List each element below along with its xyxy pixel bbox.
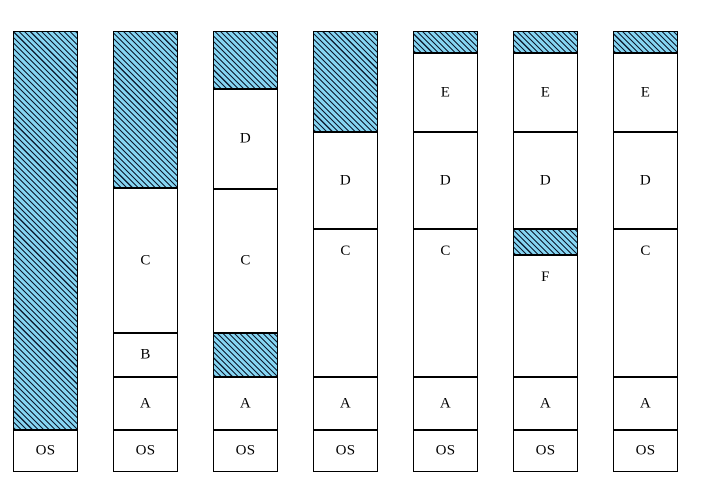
block-label: C xyxy=(440,243,451,259)
free-memory-block xyxy=(213,333,278,377)
memory-block-e: E xyxy=(613,53,678,132)
memory-column-6: E D F A OS xyxy=(513,0,578,487)
memory-block-d: D xyxy=(213,89,278,189)
block-label: C xyxy=(640,243,651,259)
memory-block-a: A xyxy=(413,377,478,430)
block-label: OS xyxy=(35,442,56,459)
free-memory-block xyxy=(113,31,178,188)
block-label: F xyxy=(541,269,550,285)
block-label: D xyxy=(239,130,252,147)
block-label: E xyxy=(640,84,651,100)
memory-block-a: A xyxy=(213,377,278,430)
memory-block-c: C xyxy=(413,229,478,377)
free-memory-block xyxy=(13,31,78,430)
block-label: C xyxy=(240,252,251,269)
memory-block-os: OS xyxy=(113,430,178,472)
block-label: OS xyxy=(535,442,556,459)
memory-block-a: A xyxy=(613,377,678,430)
memory-block-a: A xyxy=(313,377,378,430)
memory-column-5: E D C A OS xyxy=(413,0,478,487)
memory-block-d: D xyxy=(513,132,578,229)
block-label: D xyxy=(639,172,652,188)
free-memory-block xyxy=(213,31,278,89)
free-memory-block xyxy=(513,31,578,53)
memory-block-d: D xyxy=(413,132,478,229)
block-label: D xyxy=(339,172,352,188)
memory-block-os: OS xyxy=(213,430,278,472)
memory-block-os: OS xyxy=(513,430,578,472)
free-memory-block xyxy=(513,229,578,255)
block-label: C xyxy=(140,252,151,268)
memory-block-c: C xyxy=(313,229,378,377)
block-label: A xyxy=(439,395,452,411)
memory-block-c: C xyxy=(213,189,278,333)
block-label: E xyxy=(540,84,551,100)
memory-block-c: C xyxy=(613,229,678,377)
block-label: A xyxy=(539,395,552,411)
memory-block-c: C xyxy=(113,188,178,333)
block-label: OS xyxy=(135,442,156,459)
memory-block-os: OS xyxy=(613,430,678,472)
block-label: C xyxy=(340,243,351,259)
memory-column-7: E D C A OS xyxy=(613,0,678,487)
block-label: OS xyxy=(635,442,656,459)
block-label: A xyxy=(639,395,652,411)
memory-block-os: OS xyxy=(13,430,78,472)
free-memory-block xyxy=(413,31,478,53)
memory-block-e: E xyxy=(413,53,478,132)
memory-block-a: A xyxy=(113,377,178,430)
memory-column-3: D C A OS xyxy=(213,0,278,487)
memory-block-os: OS xyxy=(313,430,378,472)
block-label: B xyxy=(140,346,151,363)
free-memory-block xyxy=(613,31,678,53)
memory-column-1: OS xyxy=(13,0,78,487)
free-memory-block xyxy=(313,31,378,132)
memory-block-os: OS xyxy=(413,430,478,472)
memory-block-f: F xyxy=(513,255,578,377)
memory-block-d: D xyxy=(313,132,378,229)
memory-block-a: A xyxy=(513,377,578,430)
memory-block-b: B xyxy=(113,333,178,377)
block-label: D xyxy=(539,172,552,188)
block-label: A xyxy=(239,395,252,411)
memory-column-2: C B A OS xyxy=(113,0,178,487)
block-label: OS xyxy=(435,442,456,459)
block-label: A xyxy=(139,395,152,411)
block-label: OS xyxy=(235,442,256,459)
block-label: A xyxy=(339,395,352,411)
memory-block-d: D xyxy=(613,132,678,229)
block-label: E xyxy=(440,84,451,100)
memory-column-4: D C A OS xyxy=(313,0,378,487)
block-label: OS xyxy=(335,442,356,459)
block-label: D xyxy=(439,172,452,188)
memory-block-e: E xyxy=(513,53,578,132)
